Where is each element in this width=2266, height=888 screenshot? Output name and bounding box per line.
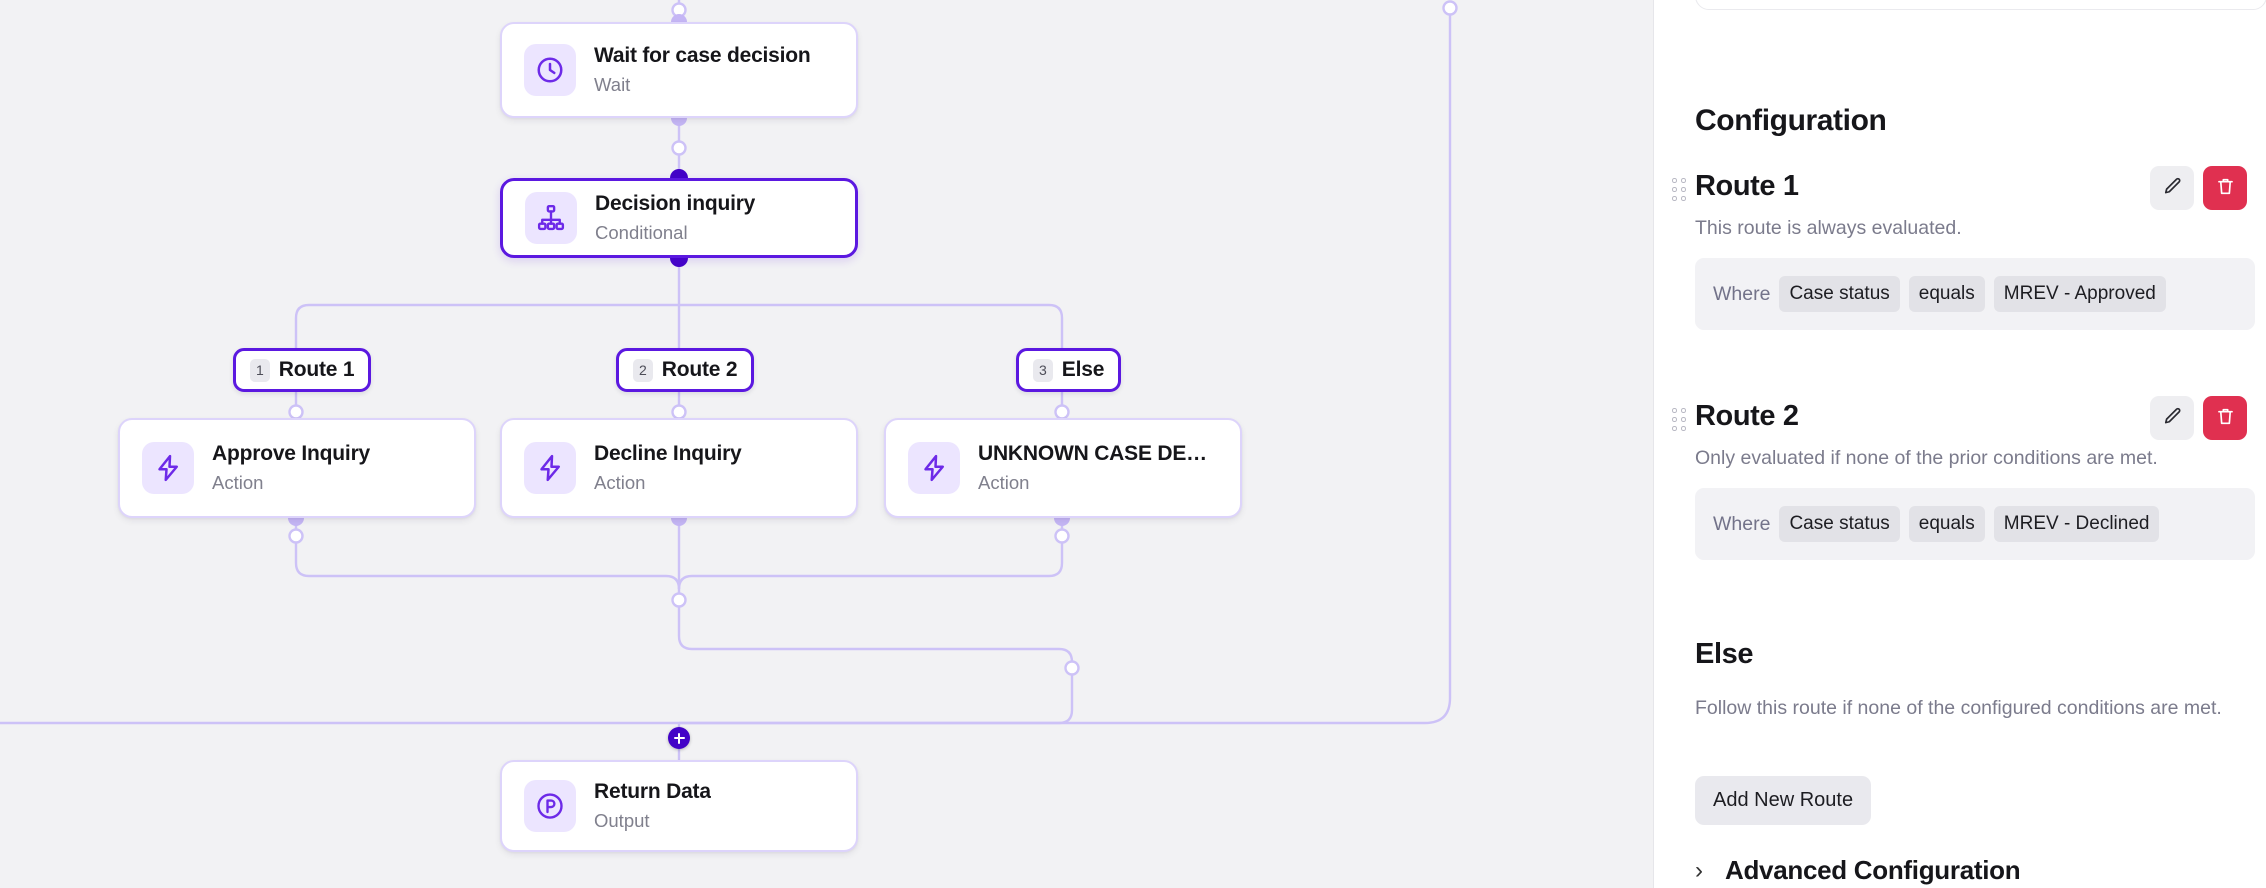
condition-value-chip[interactable]: MREV - Approved (1993, 276, 2166, 312)
condition-operator-chip[interactable]: equals (1908, 506, 1985, 542)
pencil-icon (2162, 176, 2183, 200)
node-text: Wait for case decision Wait (594, 43, 811, 96)
node-text: UNKNOWN CASE DECISI… Action (978, 441, 1218, 494)
lightning-icon (142, 442, 194, 494)
delete-route-button[interactable] (2203, 166, 2247, 210)
node-text: Approve Inquiry Action (212, 441, 370, 494)
node-unknown-case-decision[interactable]: UNKNOWN CASE DECISI… Action (884, 418, 1242, 518)
condition-field-chip[interactable]: Case status (1779, 506, 1900, 542)
route-badge-label: Else (1061, 358, 1105, 381)
condition-field-chip[interactable]: Case status (1779, 276, 1900, 312)
node-subtitle: Wait (594, 73, 631, 95)
node-text: Decline Inquiry Action (594, 441, 742, 494)
route-block-2: Route 2 Only evalu (1654, 396, 2266, 560)
output-p-icon (524, 780, 576, 832)
node-subtitle: Action (594, 471, 646, 493)
condition-value-chip[interactable]: MREV - Declined (1993, 506, 2160, 542)
node-subtitle: Action (212, 471, 264, 493)
edit-route-button[interactable] (2150, 166, 2194, 210)
node-decision-inquiry[interactable]: Decision inquiry Conditional (500, 178, 858, 258)
route-actions (2150, 396, 2247, 440)
trash-icon (2215, 176, 2236, 200)
node-title: Approve Inquiry (212, 442, 371, 466)
node-title: Decision inquiry (595, 192, 756, 216)
advanced-configuration-row[interactable]: › Advanced Configuration (1695, 855, 2021, 886)
node-subtitle: Action (978, 471, 1030, 493)
workflow-canvas[interactable]: Wait for case decision Wait Decision inq… (0, 0, 1653, 888)
node-decline-inquiry[interactable]: Decline Inquiry Action (500, 418, 858, 518)
node-title: Return Data (594, 780, 711, 804)
pencil-icon (2162, 406, 2183, 430)
node-approve-inquiry[interactable]: Approve Inquiry Action (118, 418, 476, 518)
lightning-icon (524, 442, 576, 494)
delete-route-button[interactable] (2203, 396, 2247, 440)
route-badge-route-2[interactable]: 2 Route 2 (616, 348, 755, 392)
else-section-description: Follow this route if none of the configu… (1695, 697, 2222, 719)
drag-handle-icon[interactable] (1672, 408, 1686, 431)
page-title: Configuration (1695, 104, 1887, 137)
route-name: Route 2 (1695, 400, 1799, 432)
route-actions (2150, 166, 2247, 210)
clock-icon (524, 44, 576, 96)
condition-where-label: Where (1713, 282, 1771, 305)
route-condition[interactable]: Where Case status equals MREV - Declined (1695, 488, 2255, 560)
partial-card-above (1695, 0, 2266, 10)
route-badge-number: 1 (250, 358, 270, 382)
node-subtitle: Output (594, 809, 650, 831)
else-section-title: Else (1695, 638, 1754, 670)
node-wait-for-case-decision[interactable]: Wait for case decision Wait (500, 22, 858, 118)
node-subtitle: Conditional (595, 221, 688, 243)
route-badge-label: Route 2 (661, 358, 738, 381)
condition-where-label: Where (1713, 512, 1771, 535)
node-return-data[interactable]: Return Data Output (500, 760, 858, 852)
sitemap-icon (525, 192, 577, 244)
route-description: Only evaluated if none of the prior cond… (1695, 447, 2158, 469)
drag-handle-icon[interactable] (1672, 178, 1686, 201)
lightning-icon (908, 442, 960, 494)
configuration-panel: Configuration Route 1 (1653, 0, 2266, 888)
edit-route-button[interactable] (2150, 396, 2194, 440)
route-badge-else[interactable]: 3 Else (1016, 348, 1122, 392)
condition-operator-chip[interactable]: equals (1908, 276, 1985, 312)
node-title: Wait for case decision (594, 44, 811, 68)
trash-icon (2215, 406, 2236, 430)
node-title: Decline Inquiry (594, 442, 742, 466)
route-block-1: Route 1 This route (1654, 166, 2266, 330)
route-badge-number: 3 (1033, 358, 1053, 382)
route-condition[interactable]: Where Case status equals MREV - Approved (1695, 258, 2255, 330)
chevron-right-icon: › (1695, 856, 1703, 884)
add-new-route-button[interactable]: Add New Route (1695, 776, 1872, 825)
route-badge-number: 2 (633, 358, 653, 382)
route-name: Route 1 (1695, 170, 1799, 202)
node-text: Return Data Output (594, 779, 711, 832)
node-text: Decision inquiry Conditional (595, 191, 755, 244)
route-badge-label: Route 1 (278, 358, 355, 381)
route-badge-route-1[interactable]: 1 Route 1 (233, 348, 372, 392)
node-title: UNKNOWN CASE DECISI… (978, 442, 1218, 466)
add-node-button[interactable] (668, 727, 690, 749)
advanced-configuration-label: Advanced Configuration (1725, 855, 2021, 885)
route-description: This route is always evaluated. (1695, 217, 1962, 239)
